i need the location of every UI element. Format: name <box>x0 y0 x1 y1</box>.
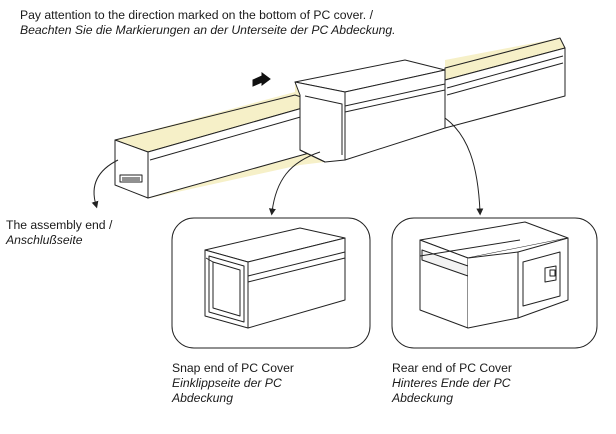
snap-end-label-en: Snap end of PC Cover <box>172 361 294 375</box>
rear-end-cover-illustration <box>419 221 569 329</box>
direction-arrow-icon <box>252 72 271 87</box>
rear-end-label-en: Rear end of PC Cover <box>392 361 512 375</box>
assembly-end-label-en: The assembly end / <box>6 218 113 232</box>
pointer-arrow-icon <box>91 159 119 209</box>
pointer-arrow-icon <box>444 117 484 216</box>
snap-end-cover-illustration <box>204 227 346 329</box>
snap-end-label-de-2: Abdeckung <box>172 391 233 405</box>
assembly-end-label-de: Anschlußseite <box>6 233 83 247</box>
rear-end-label-de-1: Hinteres Ende der PC <box>392 376 511 390</box>
instruction-line-de: Beachten Sie die Markierungen an der Unt… <box>20 23 396 37</box>
pc-cover-mounted <box>294 59 446 163</box>
instruction-line-en: Pay attention to the direction marked on… <box>20 8 373 22</box>
pointer-arrow-icon <box>268 151 321 216</box>
snap-end-label-de-1: Einklippseite der PC <box>172 376 282 390</box>
rear-end-label-de-2: Abdeckung <box>392 391 453 405</box>
